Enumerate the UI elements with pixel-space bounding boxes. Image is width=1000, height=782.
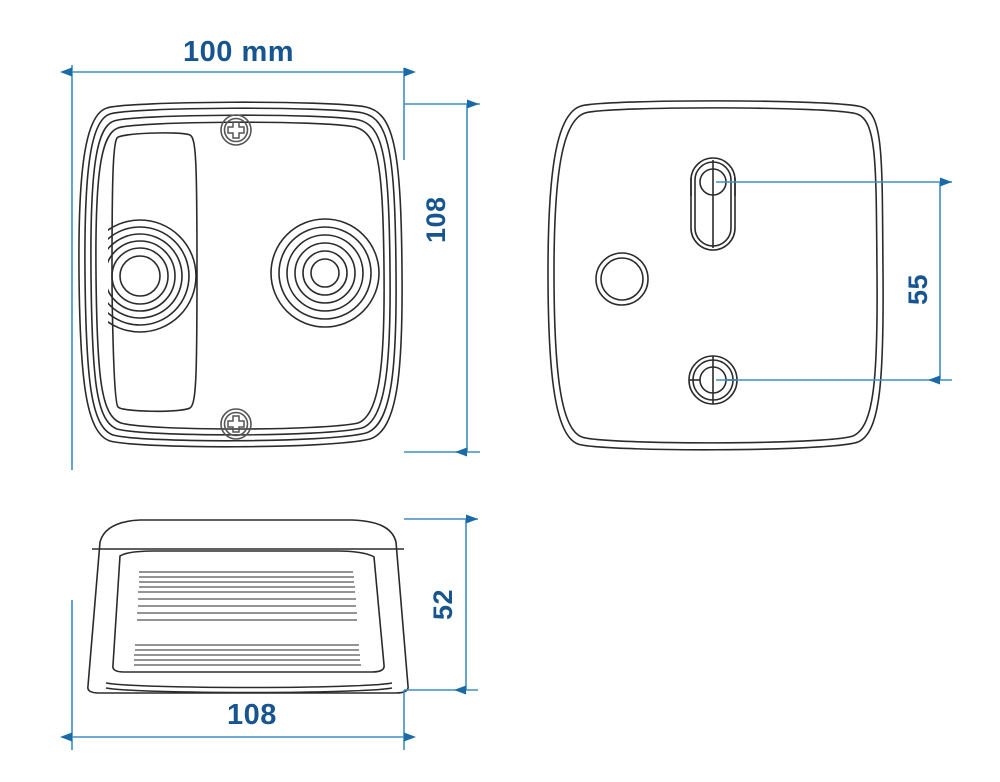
screw-inner-ring xyxy=(223,117,249,143)
side-base-line-2 xyxy=(105,687,393,694)
dimension-label-bottom-width: 108 xyxy=(227,699,277,731)
grommet-inner xyxy=(600,257,644,301)
slot-outline xyxy=(690,157,736,251)
dimension-side-height xyxy=(404,514,478,695)
lens-ring xyxy=(310,258,340,288)
screw-outer-ring xyxy=(220,408,252,440)
lens-ring xyxy=(302,250,348,296)
front-lens-panel xyxy=(111,132,198,413)
lens-ring xyxy=(286,234,364,312)
back-outer-outline xyxy=(547,100,884,451)
side-recess-panel xyxy=(112,550,385,673)
front-screw-bottom xyxy=(220,408,252,440)
dimension-back-hole-spacing xyxy=(716,177,952,385)
side-outer-profile xyxy=(87,519,409,694)
lens-ring xyxy=(119,255,161,297)
lens-ring xyxy=(270,218,380,328)
phillips-cross-icon xyxy=(227,121,245,139)
grommet-outer xyxy=(595,252,649,306)
back-outline-2 xyxy=(553,107,878,444)
side-vent-ribs-lower xyxy=(134,644,361,666)
front-outline-3 xyxy=(90,114,391,436)
front-outer-outline xyxy=(78,101,403,448)
side-base-line xyxy=(105,682,393,689)
lens-ring xyxy=(108,219,197,333)
lens-ring xyxy=(278,226,372,320)
front-screw-top xyxy=(220,114,252,146)
screw-inner-ring xyxy=(223,411,249,437)
back-cable-grommet xyxy=(595,252,649,306)
front-right-lens xyxy=(270,218,380,328)
lens-ring xyxy=(108,233,183,319)
front-outline-2 xyxy=(84,107,397,442)
phillips-cross-icon xyxy=(227,415,245,433)
lens-ring xyxy=(108,226,190,326)
back-view xyxy=(547,100,884,451)
screw-outer-ring xyxy=(220,114,252,146)
front-outline-4 xyxy=(95,121,385,430)
dimension-bottom-width xyxy=(60,600,416,750)
lens-ring xyxy=(108,240,176,312)
dimension-label-back-hole-spacing: 55 xyxy=(903,273,933,305)
dimension-label-side-height: 52 xyxy=(428,588,458,620)
side-view xyxy=(87,519,409,694)
lens-ring xyxy=(294,242,356,304)
dimension-label-top-width: 100 mm xyxy=(183,36,295,68)
dimension-front-height xyxy=(404,99,480,457)
back-slot-hole-top xyxy=(690,157,736,251)
dimension-top-width xyxy=(60,65,416,470)
front-left-lens xyxy=(108,219,197,333)
dimension-label-front-height: 108 xyxy=(421,196,451,243)
slot-outline-inner xyxy=(694,161,732,247)
side-vent-ribs-upper xyxy=(137,571,357,621)
front-view xyxy=(78,101,403,448)
lens-ring xyxy=(111,247,169,305)
